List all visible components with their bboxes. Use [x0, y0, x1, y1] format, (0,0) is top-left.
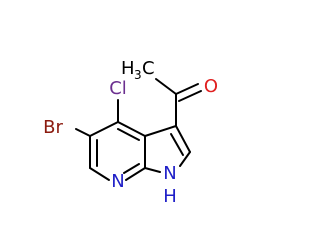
atom-label-methyl-count: 3: [134, 68, 142, 82]
atom-label-pyrrole-hydrogen: H: [163, 186, 177, 207]
bond-c6-n7: [89, 167, 110, 181]
bond-n7-c7a: [125, 167, 146, 181]
atom-label-pyridine-nitrogen: N: [111, 171, 124, 192]
bond-n7-c7a-inner: [123, 163, 140, 174]
bond-c3-c2-inner: [170, 133, 184, 156]
bond-c4-c5: [89, 121, 119, 137]
atom-label-methyl-h: H: [121, 58, 135, 79]
bond-c3a-c3: [144, 125, 177, 137]
atom-label-methyl-c: C: [142, 58, 155, 79]
bond-c3a-c4-inner: [117, 128, 140, 141]
bond-carbonyl-o: [175, 83, 199, 95]
bond-c3-c2: [175, 125, 191, 153]
bond-carbonyl-o-second: [178, 90, 202, 102]
bond-carbonyl-methyl: [155, 78, 177, 95]
bond-c3a-c4: [117, 121, 146, 137]
atom-label-chlorine: Cl: [109, 78, 127, 99]
atom-label-oxygen: O: [204, 76, 218, 97]
atom-label-bromine: Br: [43, 117, 63, 138]
atom-label-pyrrole-nitrogen: N: [163, 163, 176, 184]
chemical-structure-diagram: Cl Br O N N H H 3 C: [43, 58, 218, 207]
bond-c2-n1: [179, 151, 191, 167]
bond-n1-c7a: [144, 167, 161, 173]
bond-c5-br: [75, 128, 91, 137]
